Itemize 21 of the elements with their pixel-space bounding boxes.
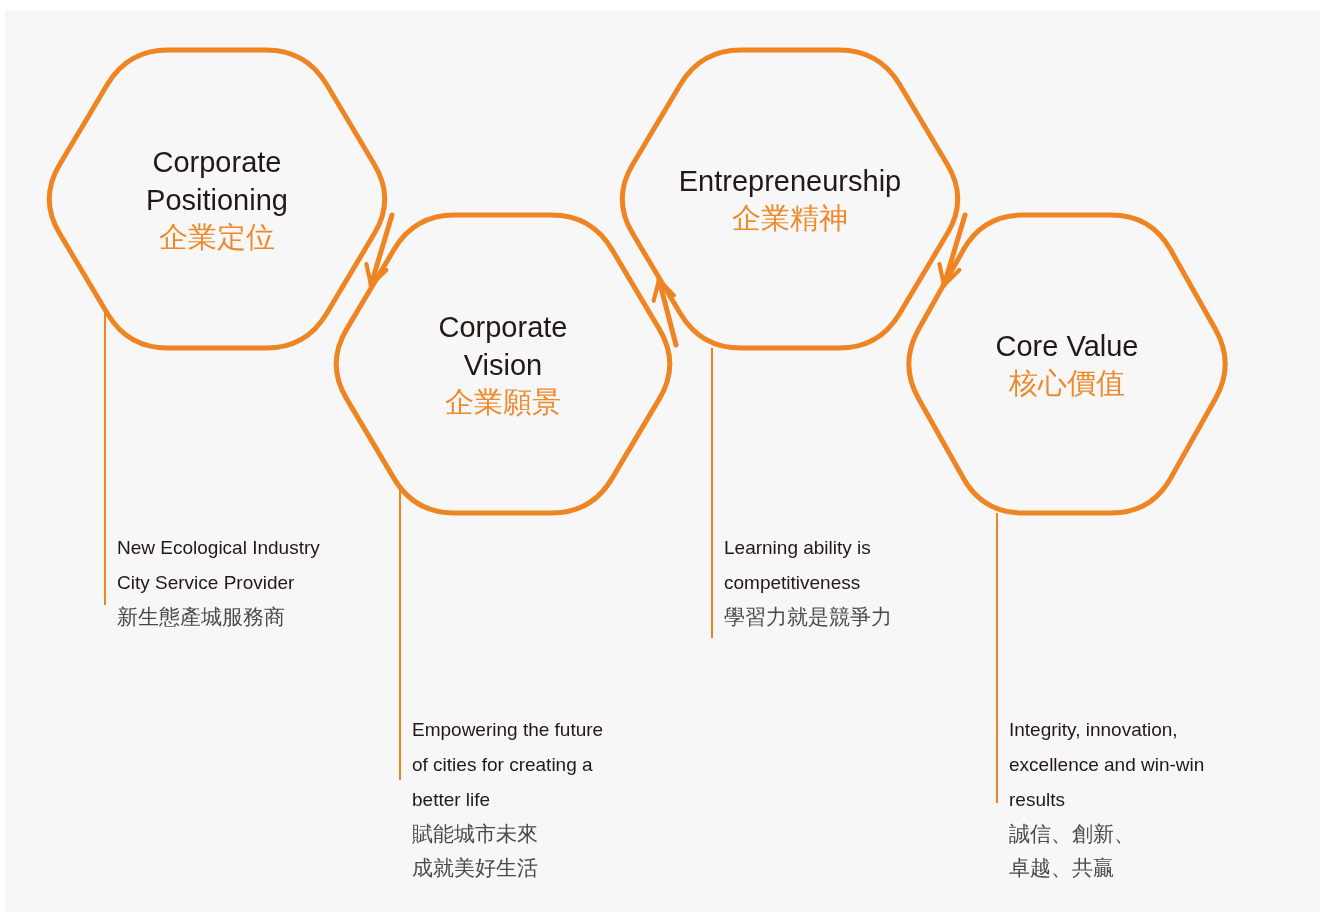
leader-line [996, 512, 998, 804]
hexagon-title: Entrepreneurship [678, 164, 902, 199]
chinese-description: 賦能城市未來成就美好生活 [412, 821, 539, 881]
hexagon-subtitle: 企業精神 [732, 201, 848, 236]
chinese-description: 新生態產城服務商 [117, 604, 286, 630]
hexagon-subtitle: 企業定位 [159, 220, 275, 255]
arrow [364, 212, 395, 288]
chinese-description: 學習力就是競爭力 [724, 604, 893, 630]
description: Integrity, innovation, excellence and win-win results [1009, 718, 1206, 812]
description: Empowering the future of cities for creating a better life [412, 718, 605, 812]
arrow [651, 277, 679, 348]
leader-line [711, 347, 713, 639]
hexagon-subtitle: 核心價值 [1009, 366, 1125, 401]
leader-line [399, 488, 401, 781]
description: Learning ability is competitiveness [724, 536, 872, 595]
hexagon-title: Corporate Vision [437, 310, 569, 383]
description: New Ecological Industry City Service Provider [117, 536, 321, 595]
hexagon-subtitle: 企業願景 [445, 385, 561, 420]
hexagon-title: Corporate Positioning [145, 145, 289, 218]
hexagon-title: Core Value [995, 329, 1139, 364]
chinese-description: 誠信、創新、卓越、共贏 [1009, 821, 1136, 881]
